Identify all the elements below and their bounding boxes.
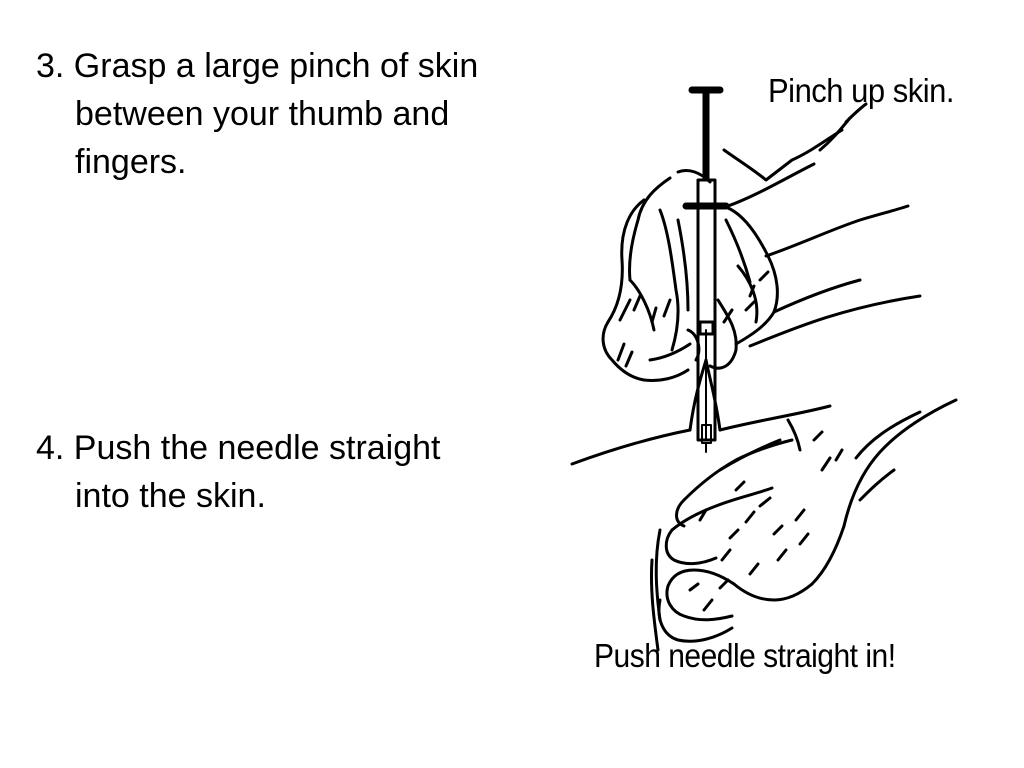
step-3-line-1: 3. Grasp a large pinch of skin <box>36 47 479 85</box>
hand-pinching-skin-syringe-illustration <box>570 86 958 652</box>
caption-pinch-up-skin: Pinch up skin. <box>768 72 955 110</box>
step-3-line-2: between your thumb and <box>75 95 450 133</box>
skin-fold-icon <box>570 358 832 466</box>
lower-hand-icon <box>649 398 958 652</box>
step-4-line-1: 4. Push the needle straight <box>36 429 441 467</box>
step-4-text: 4. Push the needle straight into the ski… <box>36 424 441 520</box>
syringe-icon <box>682 86 730 453</box>
caption-push-needle-straight-in: Push needle straight in! <box>594 638 896 675</box>
upper-hand-icon <box>601 102 922 382</box>
step-3-textbox: 3. Grasp a large pinch of skin between y… <box>0 0 530 200</box>
step-4-line-2: into the skin. <box>75 477 266 515</box>
step-3-text: 3. Grasp a large pinch of skin between y… <box>36 42 478 186</box>
injection-illustration <box>560 60 980 700</box>
step-3-line-3: fingers. <box>75 143 187 181</box>
